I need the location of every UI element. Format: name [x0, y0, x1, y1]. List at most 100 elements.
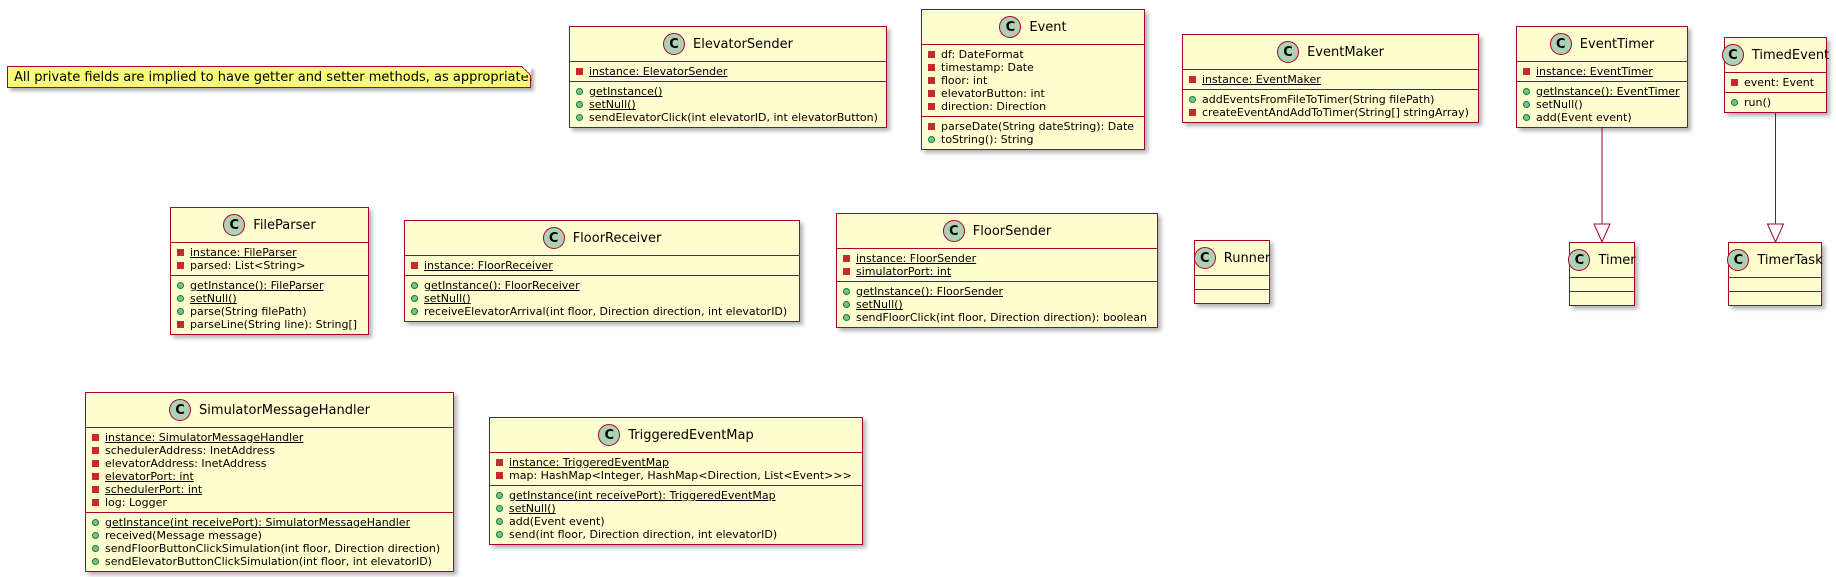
- member-text: direction: Direction: [941, 100, 1047, 113]
- public-visibility-icon: [177, 282, 184, 289]
- field: parsed: List<String>: [177, 259, 362, 272]
- public-visibility-icon: [411, 295, 418, 302]
- public-visibility-icon: [1523, 101, 1530, 108]
- method: parse(String filePath): [177, 305, 362, 318]
- class-methods-section: run(): [1725, 92, 1826, 112]
- field: map: HashMap<Integer, HashMap<Direction,…: [496, 469, 856, 482]
- class-icon: C: [942, 220, 965, 242]
- class-icon: C: [999, 16, 1022, 38]
- class-methods-section: getInstance(int receivePort): SimulatorM…: [86, 512, 453, 571]
- public-visibility-icon: [843, 288, 850, 295]
- field: instance: EventTimer: [1523, 65, 1681, 78]
- member-text: parseDate(String dateString): Date: [941, 120, 1135, 133]
- private-visibility-icon: [1731, 79, 1738, 86]
- member-text: add(Event event): [1536, 111, 1632, 124]
- member-text: setNull(): [190, 292, 237, 305]
- private-visibility-icon: [928, 51, 935, 58]
- field: elevatorButton: int: [928, 87, 1138, 100]
- public-visibility-icon: [1523, 88, 1530, 95]
- member-text: getInstance(int receivePort): SimulatorM…: [105, 516, 411, 529]
- public-visibility-icon: [92, 558, 99, 565]
- member-text: timestamp: Date: [941, 61, 1034, 74]
- method: received(Message message): [92, 529, 447, 542]
- private-visibility-icon: [1523, 68, 1530, 75]
- private-visibility-icon: [928, 90, 935, 97]
- class-icon: C: [542, 227, 565, 249]
- member-text: getInstance(): EventTimer: [1536, 85, 1680, 98]
- class-name: FileParser: [253, 217, 316, 233]
- class-fields-section: instance: EventTimer: [1517, 62, 1687, 81]
- member-text: setNull(): [1536, 98, 1583, 111]
- extends-arrowhead: [1766, 223, 1785, 244]
- member-text: df: DateFormat: [941, 48, 1024, 61]
- public-visibility-icon: [496, 531, 503, 538]
- class-name: FloorReceiver: [572, 230, 662, 246]
- member-text: send(int floor, Direction direction, int…: [509, 528, 778, 541]
- class-methods-section: [1195, 289, 1269, 303]
- public-visibility-icon: [843, 314, 850, 321]
- member-text: instance: SimulatorMessageHandler: [105, 431, 304, 444]
- member-text: schedulerAddress: InetAddress: [105, 444, 275, 457]
- class-name: TimedEvent: [1751, 47, 1830, 63]
- class-icon: C: [598, 424, 621, 446]
- method: setNull(): [411, 292, 793, 305]
- class-header: C FileParser: [171, 208, 368, 243]
- method: receiveElevatorArrival(int floor, Direct…: [411, 305, 793, 318]
- method: toString(): String: [928, 133, 1138, 146]
- method: createEventAndAddToTimer(String[] string…: [1189, 106, 1472, 119]
- method: getInstance(int receivePort): SimulatorM…: [92, 516, 447, 529]
- method: parseLine(String line): String[]: [177, 318, 362, 331]
- class-methods-section: addEventsFromFileToTimer(String filePath…: [1183, 89, 1478, 122]
- private-visibility-icon: [177, 249, 184, 256]
- class-icon: C: [223, 214, 246, 236]
- private-visibility-icon: [1189, 109, 1196, 116]
- private-visibility-icon: [92, 434, 99, 441]
- method: getInstance(): FloorSender: [843, 285, 1151, 298]
- public-visibility-icon: [843, 301, 850, 308]
- method: sendElevatorClick(int elevatorID, int el…: [576, 111, 880, 124]
- private-visibility-icon: [843, 255, 850, 262]
- member-text: getInstance(): FloorReceiver: [424, 279, 580, 292]
- member-text: parsed: List<String>: [190, 259, 306, 272]
- member-text: elevatorButton: int: [941, 87, 1045, 100]
- class-icon: C: [1277, 41, 1300, 63]
- field: elevatorAddress: InetAddress: [92, 457, 447, 470]
- field: simulatorPort: int: [843, 265, 1151, 278]
- method: sendFloorClick(int floor, Direction dire…: [843, 311, 1151, 324]
- public-visibility-icon: [576, 88, 583, 95]
- private-visibility-icon: [928, 64, 935, 71]
- private-visibility-icon: [496, 472, 503, 479]
- public-visibility-icon: [177, 308, 184, 315]
- member-text: map: HashMap<Integer, HashMap<Direction,…: [509, 469, 852, 482]
- member-text: schedulerPort: int: [105, 483, 203, 496]
- class-name: EventTimer: [1579, 36, 1655, 52]
- member-text: sendElevatorClick(int elevatorID, int el…: [589, 111, 878, 124]
- member-text: add(Event event): [509, 515, 605, 528]
- member-text: instance: EventTimer: [1536, 65, 1653, 78]
- method: setNull(): [496, 502, 856, 515]
- member-text: elevatorPort: int: [105, 470, 194, 483]
- method: setNull(): [1523, 98, 1681, 111]
- class-name: TimerTask: [1757, 252, 1823, 268]
- class-name: TriggeredEventMap: [628, 427, 754, 443]
- member-text: getInstance(): [589, 85, 663, 98]
- public-visibility-icon: [1731, 99, 1738, 106]
- member-text: received(Message message): [105, 529, 262, 542]
- member-text: parseLine(String line): String[]: [190, 318, 358, 331]
- class-name: SimulatorMessageHandler: [199, 402, 370, 418]
- private-visibility-icon: [496, 459, 503, 466]
